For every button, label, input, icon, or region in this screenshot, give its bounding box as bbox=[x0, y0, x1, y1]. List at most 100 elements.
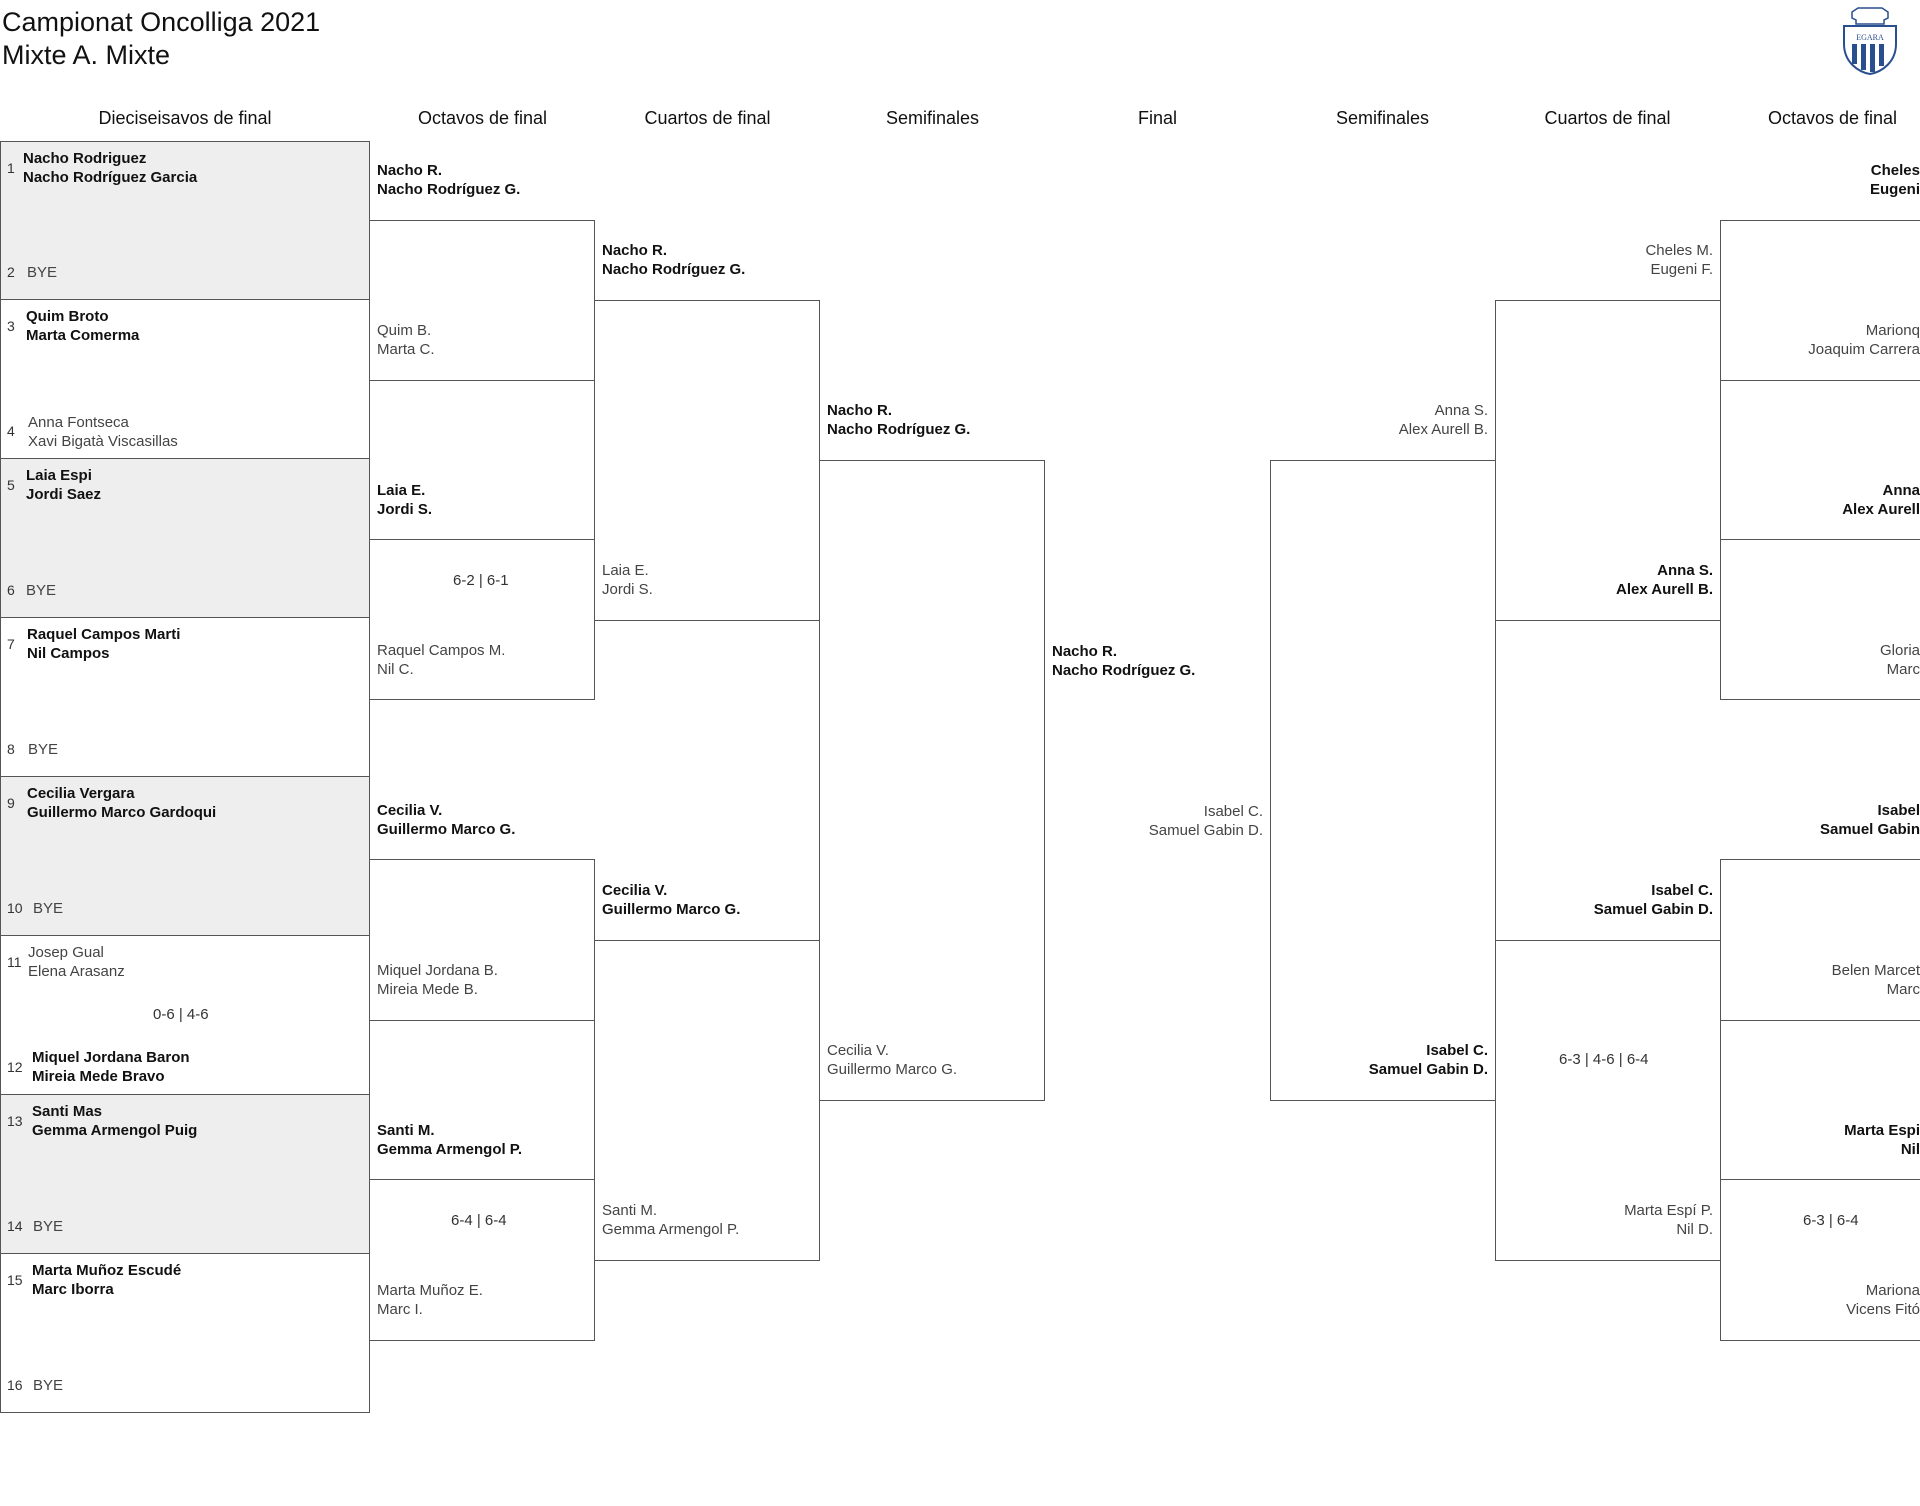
round-header-sf-left: Semifinales bbox=[885, 108, 980, 128]
team-name: Samuel Gabin bbox=[1819, 821, 1920, 838]
seed-number: 1 bbox=[7, 160, 15, 176]
finalist-name: Nacho Rodríguez G. bbox=[1052, 662, 1196, 679]
seed-number: 6 bbox=[7, 582, 15, 598]
team-name: Isabel bbox=[1877, 802, 1920, 819]
team-name: Nacho R. bbox=[377, 162, 443, 179]
team-name: Cheles M. bbox=[1645, 242, 1713, 259]
team-name: Belen Marcet bbox=[1831, 962, 1920, 979]
team-name: Guillermo Marco G. bbox=[377, 821, 516, 838]
player-name: Miquel Jordana Baron bbox=[32, 1049, 190, 1066]
round-header-final: Final bbox=[1137, 108, 1177, 128]
player-name: Mireia Mede Bravo bbox=[32, 1068, 165, 1085]
seed-number: 5 bbox=[7, 477, 15, 493]
svg-text:EGARA: EGARA bbox=[1856, 33, 1884, 42]
team-name: Laia E. bbox=[377, 482, 426, 499]
team-name: Isabel C. bbox=[1651, 882, 1713, 899]
player-name: Josep Gual bbox=[28, 944, 104, 961]
team-name: Guillermo Marco G. bbox=[602, 901, 741, 918]
match-box-sf-right bbox=[1270, 460, 1496, 1101]
seed-number: 7 bbox=[7, 636, 15, 652]
team-name: Gloria bbox=[1879, 642, 1920, 659]
team-name: Laia E. bbox=[602, 562, 649, 579]
player-name: Nil Campos bbox=[27, 645, 110, 662]
team-name: Nil bbox=[1900, 1141, 1920, 1158]
team-name: Guillermo Marco G. bbox=[827, 1061, 958, 1078]
round-header-r32: Dieciseisavos de final bbox=[98, 108, 272, 128]
match-box-r16-right-3 bbox=[1720, 859, 1920, 1021]
round-header-qf-left: Cuartos de final bbox=[644, 108, 771, 128]
team-name: Mireia Mede B. bbox=[377, 981, 478, 998]
finalist-name: Nacho R. bbox=[1052, 643, 1118, 660]
team-name: Eugeni F. bbox=[1650, 261, 1713, 278]
team-name: Miquel Jordana B. bbox=[377, 962, 498, 979]
team-name: Marta Espí P. bbox=[1624, 1202, 1713, 1219]
seed-number: 2 bbox=[7, 264, 15, 280]
team-name: Marta C. bbox=[377, 341, 435, 358]
player-name: Guillermo Marco Gardoqui bbox=[27, 804, 217, 821]
player-name: Nacho Rodriguez bbox=[23, 150, 147, 167]
team-name: Eugeni bbox=[1869, 181, 1920, 198]
player-name: BYE bbox=[33, 1218, 64, 1235]
player-name: BYE bbox=[27, 264, 58, 281]
player-name: BYE bbox=[33, 900, 64, 917]
seed-number: 10 bbox=[7, 900, 23, 916]
match-box-qf-right-2 bbox=[1495, 940, 1721, 1261]
seed-number: 16 bbox=[7, 1377, 23, 1393]
team-name: Nacho Rodríguez G. bbox=[377, 181, 521, 198]
match-box-r32-5 bbox=[0, 776, 370, 936]
player-name: BYE bbox=[33, 1377, 64, 1394]
player-name: Anna Fontseca bbox=[28, 414, 129, 431]
player-name: Raquel Campos Marti bbox=[27, 626, 181, 643]
tournament-title: Campionat Oncolliga 2021 bbox=[2, 7, 321, 37]
team-name: Nacho Rodríguez G. bbox=[602, 261, 746, 278]
match-box-r32-7 bbox=[0, 1094, 370, 1254]
player-name: Nacho Rodríguez Garcia bbox=[23, 169, 198, 186]
team-name: Quim B. bbox=[377, 322, 432, 339]
player-name: Marta Comerma bbox=[26, 327, 140, 344]
team-name: Marta Espi bbox=[1844, 1122, 1920, 1139]
match-score: 6-3 | 6-4 bbox=[1803, 1212, 1859, 1229]
team-name: Nacho Rodríguez G. bbox=[827, 421, 971, 438]
seed-number: 8 bbox=[7, 741, 15, 757]
seed-number: 15 bbox=[7, 1272, 23, 1288]
player-name: Elena Arasanz bbox=[28, 963, 125, 980]
team-name: Alex Aurell bbox=[1842, 501, 1920, 518]
player-name: BYE bbox=[28, 741, 59, 758]
match-box-r16-right-2 bbox=[1720, 539, 1920, 700]
player-name: BYE bbox=[26, 582, 57, 599]
player-name: Santi Mas bbox=[32, 1103, 103, 1120]
team-name: Vicens Fitó bbox=[1846, 1301, 1920, 1318]
match-box-r32-3 bbox=[0, 458, 370, 618]
player-name: Xavi Bigatà Viscasillas bbox=[28, 433, 178, 450]
team-name: Marionq bbox=[1865, 322, 1920, 339]
finalist-name: Samuel Gabin D. bbox=[1148, 822, 1263, 839]
match-score: 6-3 | 4-6 | 6-4 bbox=[1559, 1051, 1649, 1068]
team-name: Alex Aurell B. bbox=[1398, 421, 1488, 438]
match-score: 0-6 | 4-6 bbox=[153, 1006, 209, 1023]
team-name: Gemma Armengol P. bbox=[602, 1221, 740, 1238]
team-name: Raquel Campos M. bbox=[377, 642, 506, 659]
team-name: Samuel Gabin D. bbox=[1593, 901, 1713, 918]
team-name: Marc I. bbox=[377, 1301, 423, 1318]
page-title: Campionat Oncolliga 2021 Mixte A. Mixte bbox=[2, 6, 320, 72]
team-name: Cheles bbox=[1870, 162, 1920, 179]
player-name: Gemma Armengol Puig bbox=[32, 1122, 198, 1139]
match-score: 6-2 | 6-1 bbox=[453, 572, 509, 589]
egara-club-crest-icon: EGARA bbox=[1838, 4, 1902, 76]
seed-number: 11 bbox=[7, 954, 22, 970]
player-name: Marc Iborra bbox=[32, 1281, 114, 1298]
team-name: Gemma Armengol P. bbox=[377, 1141, 523, 1158]
team-name: Alex Aurell B. bbox=[1616, 581, 1713, 598]
team-name: Joaquim Carrera bbox=[1808, 341, 1920, 358]
team-name: Anna bbox=[1882, 482, 1920, 499]
match-box-r16-right-4 bbox=[1720, 1179, 1920, 1341]
team-name: Mariona bbox=[1865, 1282, 1920, 1299]
team-name: Jordi S. bbox=[602, 581, 653, 598]
round-header-sf-right: Semifinales bbox=[1335, 108, 1430, 128]
seed-number: 4 bbox=[7, 423, 15, 439]
finalist-name: Isabel C. bbox=[1203, 803, 1263, 820]
seed-number: 12 bbox=[7, 1059, 23, 1075]
player-name: Quim Broto bbox=[26, 308, 109, 325]
team-name: Marc bbox=[1886, 661, 1920, 678]
team-name: Santi M. bbox=[602, 1202, 658, 1219]
